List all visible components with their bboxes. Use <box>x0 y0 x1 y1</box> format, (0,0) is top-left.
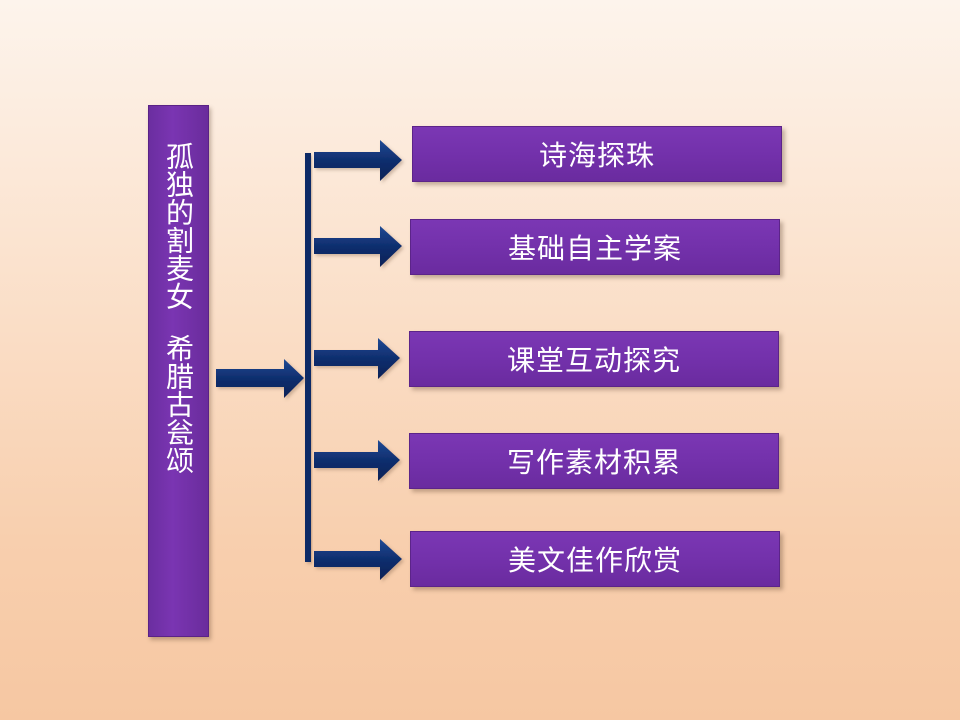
item-label: 诗海探珠 <box>538 139 655 172</box>
lesson-title-part1: 孤独的割麦女 <box>162 142 195 310</box>
main-arrow-icon <box>216 359 304 398</box>
item-label: 美文佳作欣赏 <box>507 544 682 577</box>
branch-arrow-icon-0 <box>314 140 402 181</box>
branch-arrow-icon-1 <box>314 226 402 267</box>
item-poetry-pearls[interactable]: 诗海探珠 <box>412 126 782 182</box>
branch-arrow-icon-2 <box>314 338 400 379</box>
item-writing-material[interactable]: 写作素材积累 <box>409 433 779 489</box>
item-label: 课堂互动探究 <box>506 344 681 377</box>
branch-arrow-icon-3 <box>314 440 400 481</box>
vertical-connector-line <box>305 153 311 562</box>
item-label: 写作素材积累 <box>506 446 681 479</box>
item-label: 基础自主学案 <box>507 232 682 265</box>
branch-arrow-icon-4 <box>314 539 402 580</box>
item-classroom-interaction[interactable]: 课堂互动探究 <box>409 331 779 387</box>
item-essay-appreciation[interactable]: 美文佳作欣赏 <box>410 531 780 587</box>
lesson-title-box: 孤独的割麦女 希腊古瓮颂 <box>148 105 209 637</box>
lesson-title-part2: 希腊古瓮颂 <box>162 334 195 474</box>
item-basic-self-study[interactable]: 基础自主学案 <box>410 219 780 275</box>
